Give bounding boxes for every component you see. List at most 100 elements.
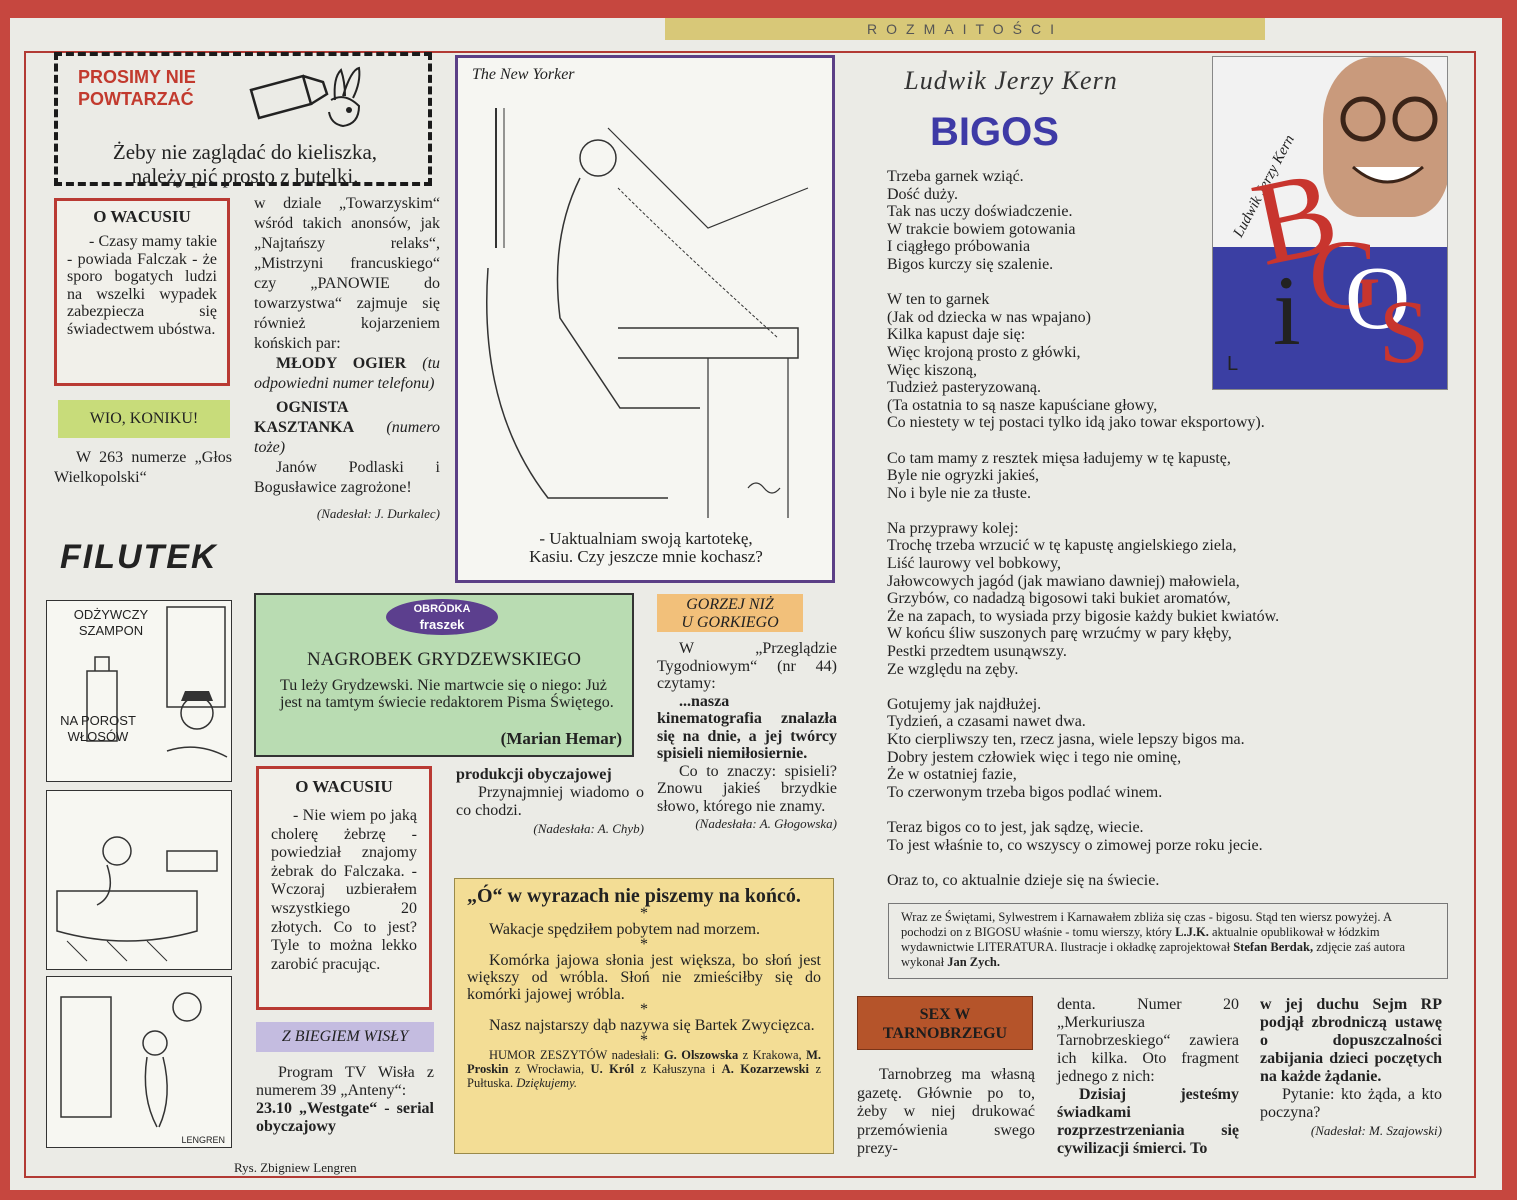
nagrobek-box: OBRÓDKA fraszek NAGROBEK GRYDZEWSKIEGO T…	[254, 593, 634, 757]
poem-line: Że w ostatniej fazie,	[887, 766, 1017, 784]
nagrobek-badge-bottom: fraszek	[419, 617, 465, 632]
sex-label: SEX W TARNOBRZEGU	[857, 996, 1033, 1050]
nagrobek-badge: OBRÓDKA fraszek	[386, 599, 498, 635]
sex-col-3: w jej duchu Sejm RP podjął zbrodniczą us…	[1260, 996, 1442, 1140]
cartoon-shampoo-text-a: ODŻYWCZY SZAMPON	[61, 607, 161, 639]
humor-star-2: *	[640, 936, 648, 953]
poem-line: Kilka kapust daje się:	[887, 326, 1026, 344]
poem-line: To czerwonym trzeba bigos podlać winem.	[887, 783, 1163, 801]
wisla-col-1: Program TV Wisła z numerem 39 „Anteny“: …	[256, 1064, 434, 1136]
wacusiu-text-2: - Nie wiem po jaką cholerę żebrzę - powi…	[271, 807, 417, 973]
cartoon-bath	[46, 790, 232, 970]
humor-sender-1-town: z Krakowa,	[742, 1048, 802, 1062]
bigos-title: BIGOS	[930, 110, 1059, 154]
poem-line: Dość duży.	[887, 185, 958, 203]
poem-stanza-gap	[887, 432, 1447, 450]
wio-credit: (Nadesłał: J. Durkalec)	[316, 506, 440, 521]
poem-stanza-gap	[887, 678, 1447, 696]
humor-sender-2-town: z Wrocławia,	[514, 1062, 585, 1076]
poem-line: W ten to garnek	[887, 291, 990, 309]
poem-line: Teraz bigos co to jest, jak sądzę, wieci…	[887, 818, 1144, 836]
cartoon-shampoo-text-b: NA POROST WŁOSÓW	[53, 713, 143, 745]
wacusiu-title-1: O WACUSIU	[93, 207, 191, 226]
poem-line: Na przyprawy kolej:	[887, 519, 1019, 537]
poem-stanza-gap	[887, 502, 1447, 520]
cover-author-photo	[1323, 57, 1447, 217]
prosimy-text-line1: Żeby nie zaglądać do kieliszka,	[112, 140, 378, 164]
humor-sender-4-town: z Pułtuska.	[467, 1062, 821, 1090]
humor-box: „Ó“ w wyrazach nie piszemy na końcó. * W…	[454, 878, 834, 1154]
prosimy-text-line2: należy pić prosto z butelki.	[131, 164, 359, 188]
newyorker-caption-line1: - Uaktualniam swoją kartotekę,	[539, 529, 753, 548]
cartoon-signature: LENGREN	[181, 1135, 225, 1145]
frame-rule-left	[24, 51, 26, 1178]
poem-line: Tydzień, a czasami nawet dwa.	[887, 713, 1086, 731]
wio-ad-2-text: Janów Podlaski i Bogusławice zagrożone!	[254, 459, 440, 496]
bigos-note-box: Wraz ze Świętami, Sylwestrem i Karnawałe…	[888, 903, 1448, 979]
humor-sender-4: A. Kozarzewski	[721, 1062, 809, 1076]
wisla-bold-cont: produkcji obyczajowej	[456, 766, 612, 783]
humor-thanks: Dziękujemy.	[516, 1076, 578, 1090]
cover-blue-panel	[1213, 247, 1447, 389]
prosimy-title-line2: POWTARZAĆ	[78, 89, 194, 109]
bigos-note-berdak: Stefan Berdak,	[1233, 940, 1314, 954]
cover-letter-s: S	[1379, 283, 1430, 382]
poem-line: Trochę trzeba wrzucić w tę kapustę angie…	[887, 537, 1237, 555]
humor-star-3: *	[640, 1001, 648, 1018]
wio-ad-2-ital: (numero toże)	[254, 419, 440, 456]
cartoon-text-line3: NA POROST	[60, 713, 136, 728]
humor-sender-1: G. Olszowska	[663, 1048, 739, 1062]
humor-item-3: Nasz najstarszy dąb nazywa się Bartek Zw…	[489, 1017, 815, 1034]
poem-stanza-gap	[887, 854, 1447, 872]
bigos-note-text-3: zdjęcie zaś autora wykonał	[901, 940, 1406, 969]
wisla-text: Program TV Wisła z numerem 39 „Anteny“:	[256, 1064, 434, 1099]
bigos-note-text-1: Wraz ze Świętami, Sylwestrem i Karnawałe…	[901, 910, 1392, 939]
bigos-book-cover: Ludwik Jerzy Kern B i G O S L	[1212, 56, 1448, 390]
bigos-note-ljk: L.J.K.	[1175, 925, 1209, 939]
poem-line: Że na zapach, to wysiada przy bigosie ka…	[887, 607, 1280, 625]
newyorker-drawing	[486, 108, 809, 518]
prosimy-text: Żeby nie zaglądać do kieliszka, należy p…	[70, 140, 420, 188]
wisla-bold-start: 23.10 „Westgate“ - serial obyczajowy	[256, 1100, 434, 1135]
cartoon-mirror-drawing	[60, 992, 202, 1128]
cartoon-text-line2: SZAMPON	[78, 623, 144, 638]
humor-star-1: *	[640, 905, 648, 922]
cartoon-mirror: LENGREN	[46, 976, 232, 1148]
frame-rule-bottom	[24, 1176, 1476, 1178]
wacusiu-box-1: O WACUSIU - Czasy mamy takie - powiada F…	[54, 198, 230, 386]
wio-ad-1-ital: (tu odpowiedni numer telefonu)	[254, 355, 441, 392]
newspaper-page: ROZMAITOŚCI PROSIMY NIE POWTARZAĆ Żeby n…	[10, 18, 1502, 1190]
cover-face-drawing	[1340, 96, 1438, 184]
poem-line: W trakcie bowiem gotowania	[887, 220, 1076, 238]
nagrobek-author: (Marian Hemar)	[500, 729, 622, 748]
poem-line: Trzeba garnek wziąć.	[887, 168, 1024, 185]
cartoon-credit: Rys. Zbigniew Lengren	[234, 1160, 357, 1175]
poem-line: I ciągłego próbowania	[887, 238, 1031, 256]
wisla-label: Z BIEGIEM WISŁY	[256, 1022, 434, 1052]
poem-line: Co niestety w tej postaci tylko idą jako…	[887, 414, 1265, 432]
humor-footer: HUMOR ZESZYTÓW nadesłali: G. Olszowska z…	[467, 1048, 821, 1090]
poem-line: (Ta ostatnia to są nasze kapuściane głow…	[887, 396, 1158, 414]
humor-sender-3: U. Król	[590, 1062, 635, 1076]
gorzej-label-line1: GORZEJ NIŻ	[686, 596, 774, 613]
wio-ad-2: OGNISTA KASZTANKA (numero toże)	[254, 398, 440, 458]
gorzej-text: W „Przeglądzie Tygodniowym“ (nr 44) czyt…	[657, 640, 837, 692]
wacusiu-box-2: O WACUSIU - Nie wiem po jaką cholerę żeb…	[256, 766, 432, 1010]
humor-item-1: Wakacje spędziłem pobytem nad morzem.	[489, 921, 761, 938]
wio-col2-text: w dziale „Towarzyskim“ wśród takich anon…	[254, 195, 440, 352]
gorzej-label: GORZEJ NIŻ U GORKIEGO	[657, 594, 803, 632]
cover-letter-i: i	[1273, 255, 1301, 366]
humor-star-4: *	[640, 1032, 648, 1049]
newyorker-caption: - Uaktualniam swoją kartotekę, Kasiu. Cz…	[468, 530, 824, 566]
wacusiu-text-1: - Czasy mamy takie - powiada Falczak - ż…	[67, 233, 217, 338]
wio-label: WIO, KONIKU!	[58, 400, 230, 438]
gorzej-credit: (Nadesłała: A. Głogowska)	[695, 816, 837, 831]
frame-rule-right	[1474, 51, 1476, 1178]
nagrobek-badge-top: OBRÓDKA	[413, 603, 471, 615]
filutek-logo: FILUTEK	[60, 538, 240, 577]
prosimy-title-line1: PROSIMY NIE	[78, 67, 196, 87]
cover-letter-g: G	[1309, 219, 1382, 330]
gorzej-label-line2: U GORKIEGO	[681, 614, 779, 631]
poem-line: To jest właśnie to, co wszyscy o zimowej…	[887, 836, 1263, 854]
poem-line: Gotujemy jak najdłużej.	[887, 695, 1042, 713]
